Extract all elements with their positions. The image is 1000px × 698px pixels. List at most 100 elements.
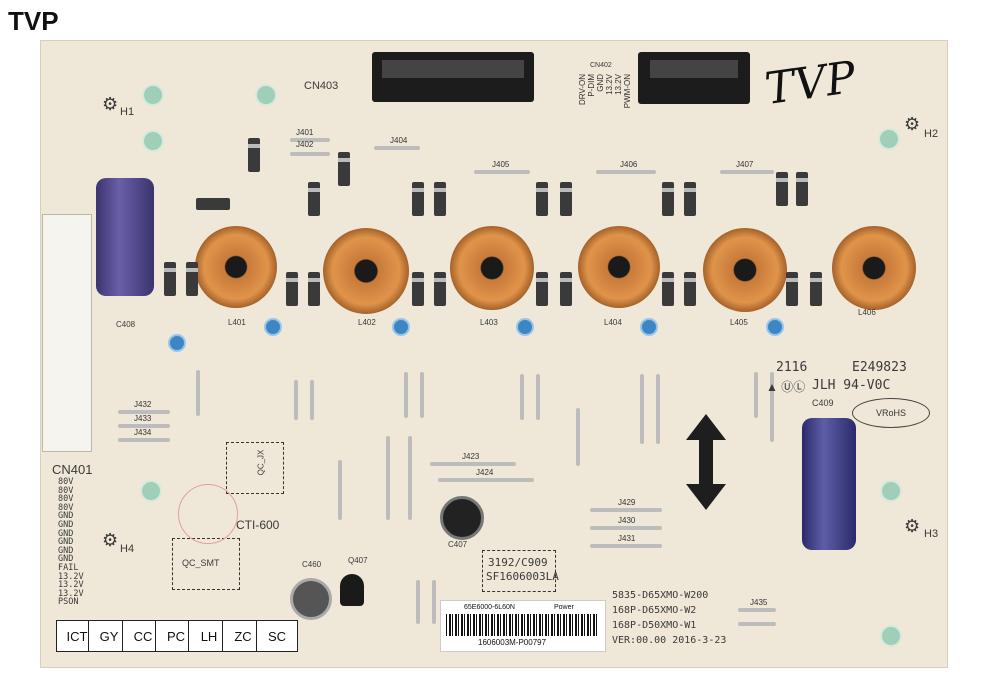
jumper-label: J406 (620, 160, 638, 169)
pcb-sticker-line: 3192/C909 (488, 556, 548, 569)
inductor-label: L404 (604, 318, 622, 327)
pcb-board (40, 40, 948, 668)
cn402-pin: PWM-ON (623, 74, 632, 109)
cn401-pin: GND (58, 537, 74, 548)
jumper-label: J429 (618, 498, 636, 507)
jumper-wire (590, 526, 662, 530)
ceramic-capacitor (168, 334, 186, 352)
inductor-label: L403 (480, 318, 498, 327)
jumper-wire (474, 170, 530, 174)
diode (434, 182, 446, 216)
jumper-wire (118, 438, 170, 442)
cap-label: C409 (812, 398, 834, 408)
mount-hole (878, 128, 900, 150)
jumper-wire (754, 372, 758, 418)
model-line: 168P-D65XMO-W2 (612, 605, 697, 616)
cn401-pin: 80V (58, 502, 74, 513)
cn402-pin: GND (596, 74, 605, 92)
jumper-label: J405 (492, 160, 510, 169)
cn401-pin: 13.2V (58, 571, 84, 582)
cn402-pin: 13.2V (614, 74, 623, 95)
cn401-pin: FAIL (58, 562, 79, 573)
jumper-wire (118, 424, 170, 428)
diode (308, 272, 320, 306)
diode (662, 272, 674, 306)
jumper-label: J433 (134, 414, 152, 423)
jumper-wire (374, 146, 420, 150)
inductor-toroid (703, 228, 787, 312)
connector-cn401 (42, 214, 92, 452)
inductor-toroid (578, 226, 660, 308)
jumper-wire (720, 170, 774, 174)
jumper-wire (196, 370, 200, 416)
diode (776, 172, 788, 206)
jumper-wire (590, 508, 662, 512)
mount-hole (880, 625, 902, 647)
ul-cert-number: E249823 (852, 360, 907, 375)
cn402-pin: 13.2V (605, 74, 614, 95)
capacitor-c409 (802, 418, 856, 550)
capacitor-c407 (440, 496, 484, 540)
cn401-pin: GND (58, 519, 74, 530)
ceramic-capacitor (516, 318, 534, 336)
transistor-q407 (340, 574, 364, 606)
diode (560, 272, 572, 306)
connector-slot (382, 60, 524, 78)
diode (412, 272, 424, 306)
jumper-label: J404 (390, 136, 408, 145)
cn401-pin: GND (58, 554, 74, 565)
cap-label: C460 (302, 560, 322, 569)
cn401-pin-list: 80V 80V 80V 80V GND GND GND GND GND GND … (58, 478, 98, 607)
jumper-wire (656, 374, 660, 444)
inductor-toroid (832, 226, 916, 310)
jumper-wire (420, 372, 424, 418)
diode (434, 272, 446, 306)
jumper-label: J407 (736, 160, 754, 169)
diode (536, 182, 548, 216)
jumper-label: J434 (134, 428, 152, 437)
diode (786, 272, 798, 306)
jumper-wire (770, 372, 774, 442)
model-info: 5835-D65XMO-W200 168P-D65XMO-W2 168P-D50… (612, 588, 726, 648)
diode (796, 172, 808, 206)
mount-hole (255, 84, 277, 106)
jumper-wire (590, 544, 662, 548)
cti-rating: CTI-600 (236, 518, 280, 532)
mount-hole (142, 84, 164, 106)
capacitor-c408 (96, 178, 154, 296)
double-arrow-icon (686, 414, 726, 510)
jumper-wire (738, 622, 776, 626)
diode (186, 262, 198, 296)
jumper-wire (404, 372, 408, 418)
cn401-pin: PSON (58, 597, 79, 608)
screw-icon: ⚙ (904, 516, 921, 536)
jumper-label: J430 (618, 516, 636, 525)
cn401-pin: 13.2V (58, 588, 84, 599)
barcode (446, 614, 598, 636)
cn401-pin: GND (58, 545, 74, 556)
cn402-pin: P-DIM (587, 74, 596, 97)
stamp-mark (178, 484, 238, 544)
hole-label-h3: H3 (924, 528, 939, 540)
diode (662, 182, 674, 216)
model-line: 168P-D50XMO-W1 (612, 620, 697, 631)
ul-mark-icon: ▲ ⓊⓁ (766, 380, 806, 394)
jumper-wire (416, 580, 420, 624)
jumper-wire (290, 138, 330, 142)
jumper-label: J402 (296, 140, 314, 149)
jumper-wire (640, 374, 644, 444)
jumper-wire (338, 460, 342, 520)
mount-hole (880, 480, 902, 502)
cn401-pin: 80V (58, 494, 74, 505)
jumper-label: J401 (296, 128, 314, 137)
cn401-pin: 80V (58, 485, 74, 496)
diode (810, 272, 822, 306)
cn401-pin: 13.2V (58, 580, 84, 591)
barcode-serial: 1606003M-P00797 (478, 638, 547, 647)
diode (248, 138, 260, 172)
screw-icon: ⚙ (102, 94, 119, 114)
jumper-label: J424 (476, 468, 494, 477)
watermark-logo: TVP (8, 6, 59, 36)
cn401-pin: GND (58, 511, 74, 522)
diode (338, 152, 350, 186)
